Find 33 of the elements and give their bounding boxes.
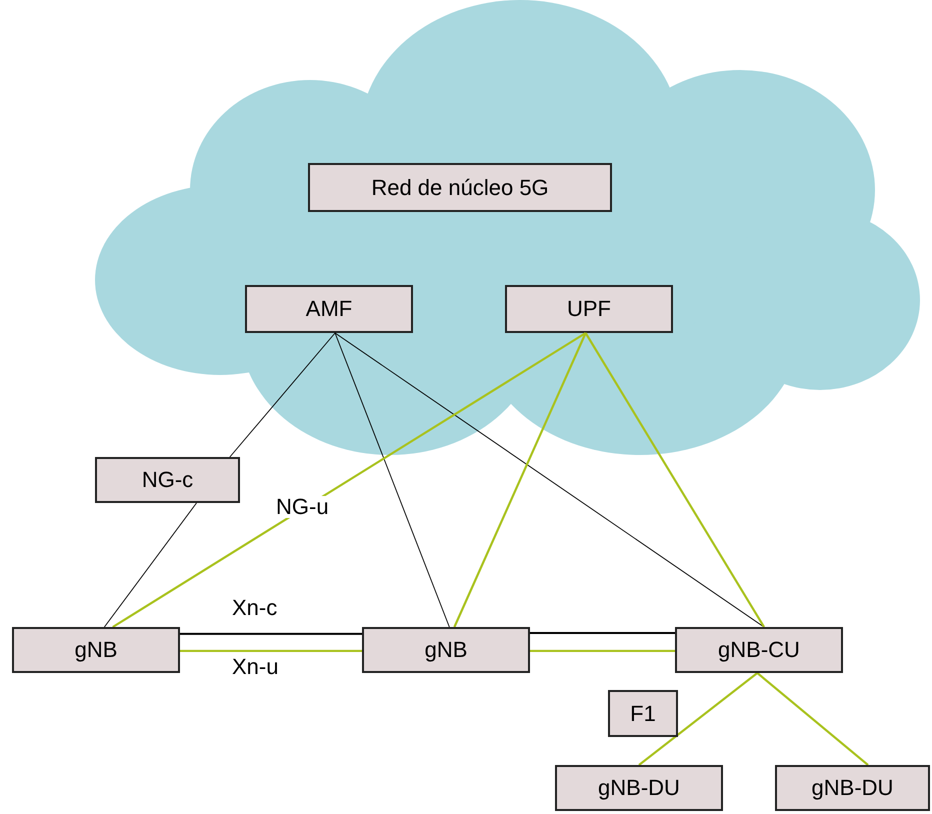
node-box	[245, 285, 413, 333]
node-box	[675, 627, 843, 673]
connector-line	[229, 332, 336, 458]
node-box	[362, 627, 530, 673]
node-label: gNB-DU	[598, 777, 680, 799]
connector-line	[584, 332, 765, 628]
connector-line	[180, 650, 362, 652]
node-box	[555, 765, 723, 811]
connector-line	[112, 332, 586, 628]
connector-line	[334, 332, 764, 628]
connector-line	[530, 650, 675, 652]
connector-line	[180, 632, 362, 635]
node-label: F1	[630, 702, 656, 724]
node-box	[505, 285, 673, 333]
node-label: gNB-DU	[812, 777, 894, 799]
connector-line	[756, 672, 869, 766]
node-label: gNB-CU	[718, 639, 800, 661]
node-label: gNB	[74, 639, 118, 661]
connector-line	[638, 672, 758, 766]
node-box	[608, 690, 678, 737]
node-label: Red de núcleo 5G	[371, 176, 549, 198]
node-label: NG-c	[142, 469, 194, 491]
node-label: gNB	[424, 639, 468, 661]
node-box	[95, 457, 240, 503]
connector-line	[530, 632, 675, 634]
connector-line	[334, 332, 450, 628]
node-box	[308, 163, 612, 212]
node-box	[775, 765, 930, 811]
node-label: UPF	[567, 298, 611, 320]
connector-line	[104, 502, 197, 628]
node-box	[12, 627, 180, 673]
node-label: AMF	[306, 298, 352, 320]
connector-line	[453, 332, 587, 628]
